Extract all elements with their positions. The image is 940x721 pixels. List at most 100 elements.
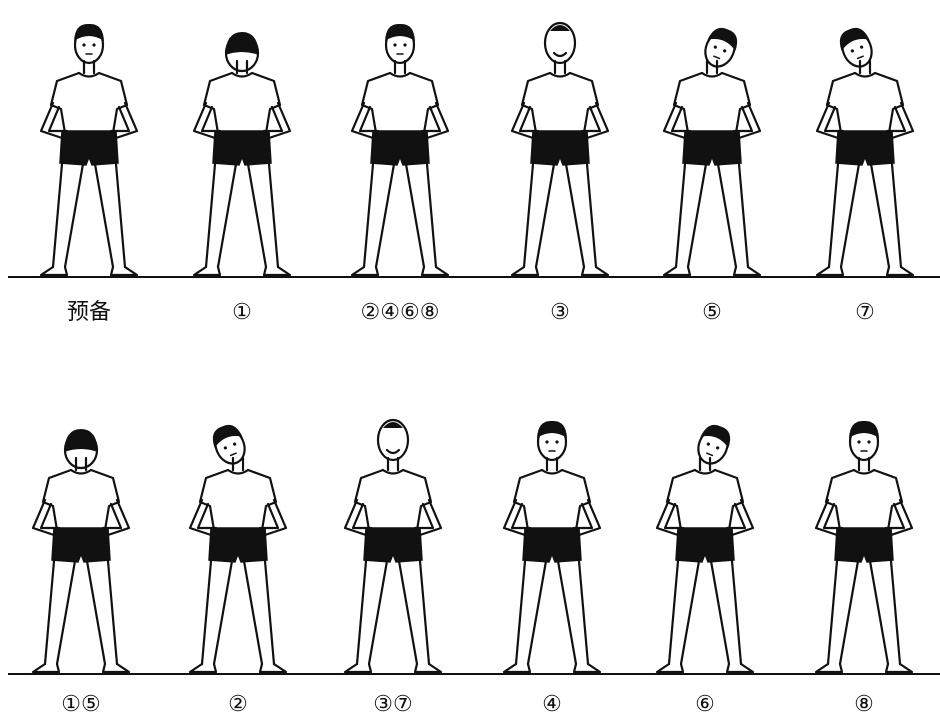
left-foot: [33, 664, 59, 672]
shorts: [835, 528, 893, 562]
right-foot: [887, 267, 913, 275]
caption-r1-4: ③: [490, 300, 630, 326]
left-foot: [816, 664, 842, 672]
t-shirt: [826, 470, 902, 530]
caption-r2-2: ②: [168, 692, 308, 718]
right-leg: [406, 164, 436, 267]
figure-2-2: [190, 421, 286, 672]
caption-r2-5: ⑥: [635, 692, 775, 718]
figure-1-2: [194, 32, 290, 275]
left-foot: [345, 664, 371, 672]
t-shirt: [51, 73, 127, 133]
head: [545, 23, 575, 63]
collar: [695, 470, 715, 474]
hair: [225, 32, 259, 55]
shorts: [683, 131, 741, 165]
head: [849, 421, 879, 460]
shorts: [676, 528, 734, 562]
t-shirt: [204, 73, 280, 133]
right-leg: [870, 561, 900, 664]
left-leg: [828, 561, 858, 664]
right-foot: [727, 664, 753, 672]
t-shirt: [667, 470, 743, 530]
left-leg: [206, 164, 236, 267]
left-foot: [352, 267, 378, 275]
right-leg: [399, 561, 429, 664]
right-leg: [248, 164, 278, 267]
figure-2-1: [33, 429, 129, 672]
left-leg: [364, 164, 394, 267]
shorts: [364, 528, 422, 562]
t-shirt: [514, 470, 590, 530]
eye-left: [393, 43, 396, 46]
right-foot: [415, 664, 441, 672]
left-leg: [524, 164, 554, 267]
shorts: [523, 528, 581, 562]
right-foot: [582, 267, 608, 275]
t-shirt: [362, 73, 438, 133]
figure-1-3: [352, 24, 448, 275]
shorts: [209, 528, 267, 562]
figure-2-5: [657, 421, 753, 672]
caption-r2-1: ①⑤: [11, 692, 151, 718]
eye-right: [92, 43, 95, 46]
left-foot: [190, 664, 216, 672]
t-shirt: [674, 73, 750, 133]
left-foot: [657, 664, 683, 672]
left-foot: [194, 267, 220, 275]
shorts: [52, 528, 110, 562]
collar: [390, 73, 410, 77]
shorts: [531, 131, 589, 165]
caption-r1-6: ⑦: [795, 300, 935, 326]
collar: [228, 470, 248, 474]
figure-1-1: [41, 24, 137, 275]
eye-right: [555, 440, 558, 443]
collar: [854, 470, 874, 474]
right-leg: [558, 561, 588, 664]
right-foot: [111, 267, 137, 275]
right-foot: [264, 267, 290, 275]
head: [74, 24, 104, 63]
right-foot: [260, 664, 286, 672]
eye-left: [82, 43, 85, 46]
collar: [550, 73, 570, 77]
head: [699, 24, 741, 71]
collar: [542, 470, 562, 474]
right-foot: [734, 267, 760, 275]
shorts: [371, 131, 429, 165]
head: [537, 421, 567, 460]
t-shirt: [43, 470, 119, 530]
right-foot: [574, 664, 600, 672]
collar: [79, 73, 99, 77]
eye-right: [403, 43, 406, 46]
right-leg: [244, 561, 274, 664]
figure-1-6: [817, 24, 913, 275]
figure-1-5: [664, 24, 760, 275]
left-leg: [829, 164, 859, 267]
collar: [71, 470, 91, 474]
collar: [232, 73, 252, 77]
eye-left: [857, 440, 860, 443]
figure-2-6: [816, 421, 912, 672]
eye-left: [545, 440, 548, 443]
right-leg: [871, 164, 901, 267]
right-leg: [718, 164, 748, 267]
figure-2-3: [345, 420, 441, 672]
t-shirt: [355, 470, 431, 530]
head: [385, 24, 415, 63]
eye-right: [867, 440, 870, 443]
head: [378, 420, 408, 460]
right-foot: [422, 267, 448, 275]
right-leg: [566, 164, 596, 267]
left-foot: [41, 267, 67, 275]
shorts: [213, 131, 271, 165]
figure-1-4: [512, 23, 608, 275]
caption-r1-1: 预备: [19, 300, 159, 326]
head: [692, 421, 734, 468]
right-leg: [87, 561, 117, 664]
right-leg: [95, 164, 125, 267]
right-foot: [103, 664, 129, 672]
shorts: [836, 131, 894, 165]
